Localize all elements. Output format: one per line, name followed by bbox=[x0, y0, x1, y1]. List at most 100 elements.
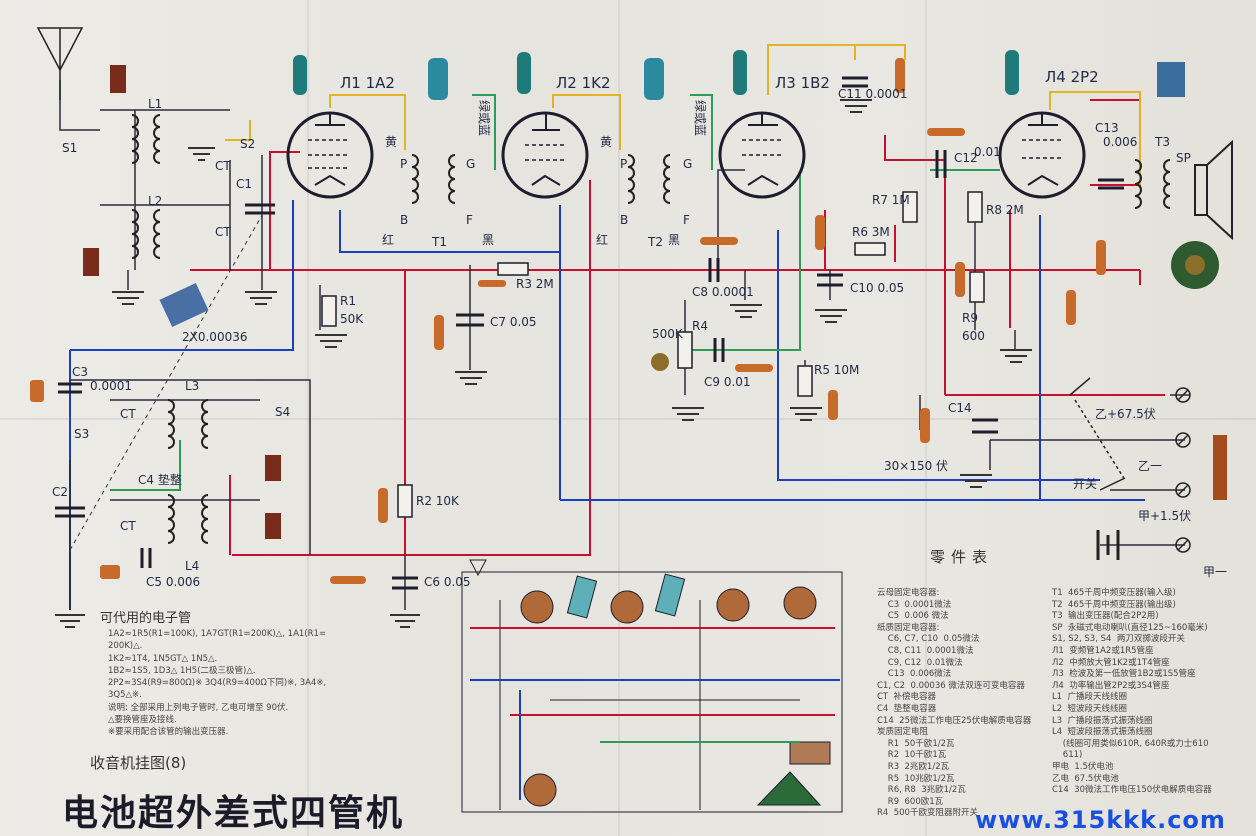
parts-table-item: Л1 变频管1A2或1R5管座 bbox=[1052, 645, 1154, 656]
cap-C3 bbox=[58, 382, 82, 394]
parts-table-item: C8, C11 0.0001微法 bbox=[877, 645, 974, 656]
label-T1: T1 bbox=[431, 235, 447, 249]
res-R4 bbox=[677, 331, 693, 369]
antenna-symbol bbox=[36, 27, 84, 80]
cap-C7 bbox=[456, 313, 484, 327]
label-S2: S2 bbox=[240, 137, 255, 151]
label-R3: R3 2M bbox=[516, 277, 554, 291]
terminal-a-minus-label: 甲一 bbox=[1203, 565, 1227, 579]
parts-table-item: R6, R8 3兆欧1/2瓦 bbox=[877, 785, 966, 796]
coil-T2-primary bbox=[627, 154, 635, 204]
parts-table-item: C1, C2 0.00036 微法双连可变电容器 bbox=[877, 680, 1025, 691]
fold-line-vertical-1 bbox=[307, 0, 309, 836]
coil-T2-secondary bbox=[663, 154, 671, 204]
coil-T3-primary bbox=[1134, 159, 1142, 209]
battery-symbol bbox=[1096, 530, 1120, 560]
poster-title: 电池超外差式四管机 bbox=[62, 792, 405, 834]
cap-C8 bbox=[708, 258, 720, 282]
label-C5: C5 0.006 bbox=[146, 575, 200, 589]
label-C6: C6 0.05 bbox=[424, 575, 471, 589]
label-C1: C1 bbox=[236, 177, 252, 191]
res-R2 bbox=[397, 484, 413, 518]
tube-plates bbox=[314, 112, 1059, 186]
terminal-b-plus-label: 乙+67.5伏 bbox=[1095, 407, 1156, 421]
fold-line-horizontal bbox=[0, 418, 1256, 420]
label-L3: L3 bbox=[185, 379, 199, 393]
parts-table-item: L2 短波段天线线圈 bbox=[1052, 703, 1128, 714]
switch-symbols[interactable] bbox=[1069, 377, 1126, 491]
parts-table-item: 云母固定电容器: bbox=[877, 588, 940, 598]
label-C14: C14 bbox=[948, 401, 972, 415]
label-C13-value: 0.006 bbox=[1103, 135, 1137, 149]
label-P-2: P bbox=[620, 157, 627, 171]
coil-L2-secondary bbox=[153, 209, 161, 259]
coil-T3-secondary bbox=[1163, 159, 1171, 209]
label-S4: S4 bbox=[275, 405, 290, 419]
parts-table-item: CT 补偿电容器 bbox=[877, 692, 937, 703]
label-R6: R6 3M bbox=[852, 225, 890, 239]
label-P-1: P bbox=[400, 157, 407, 171]
component-photos bbox=[83, 50, 1227, 539]
cap-C14 bbox=[972, 418, 998, 434]
tube-note-line: 200K)△. bbox=[108, 641, 143, 652]
parts-table-item: C6, C7, C10 0.05微法 bbox=[877, 634, 980, 645]
coils bbox=[131, 114, 1171, 544]
label-C4: C4 垫整 bbox=[138, 472, 182, 487]
label-R8: R8 2M bbox=[986, 203, 1024, 217]
labels: S1 S2 S3 S4 L1 L2 L3 L4 T1 T2 T3 SP C1 C… bbox=[52, 68, 1227, 589]
label-C8: C8 0.0001 bbox=[692, 285, 754, 299]
parts-table-item: T3 输出变压器(配合2P2用) bbox=[1052, 611, 1159, 622]
res-R8 bbox=[967, 191, 983, 223]
parts-table-item: R4 500千欧变阻器附开关 bbox=[877, 808, 978, 819]
parts-table-item: C14 30微法工作电压150伏电解质电容器 bbox=[1052, 785, 1212, 796]
label-yellow-1: 黄 bbox=[385, 135, 397, 149]
label-F-2: F bbox=[683, 213, 690, 227]
label-CT-2: CT bbox=[215, 159, 231, 173]
tube-note-line: 说明: 全部采用上列电子管时, 乙电可增至 90伏. bbox=[108, 702, 289, 713]
parts-table-item: S1, S2, S3, S4 两刀双掷波段开关 bbox=[1052, 634, 1185, 645]
resistor-photos bbox=[30, 58, 1106, 584]
parts-table-left-column: 云母固定电容器: C3 0.0001微法 C5 0.006 微法纸质固定电容器:… bbox=[877, 588, 1087, 820]
label-R1: R1 bbox=[340, 294, 356, 308]
coil-L4-primary bbox=[167, 494, 175, 544]
label-CT-1: CT bbox=[120, 407, 136, 421]
label-C12: C12 bbox=[954, 151, 978, 165]
label-F-1: F bbox=[466, 213, 473, 227]
parts-table-item: C14 25微法工作电压25伏电解质电容器 bbox=[877, 715, 1032, 726]
res-R6 bbox=[854, 242, 886, 256]
parts-table-item: C5 0.006 微法 bbox=[877, 611, 949, 622]
parts-table-item: 乙电 67.5伏电池 bbox=[1052, 773, 1119, 784]
parts-table-item: C4 垫整电容器 bbox=[877, 703, 937, 714]
label-C14-value: 30×150 伏 bbox=[884, 459, 948, 473]
label-G-1: G bbox=[466, 157, 475, 171]
gang-dashed-link bbox=[69, 209, 266, 551]
capacitor-symbols bbox=[55, 76, 1124, 590]
coil-T1-secondary bbox=[448, 154, 456, 204]
parts-table-item: T1 465千周中频变压器(输入级) bbox=[1052, 588, 1176, 598]
cap-C10 bbox=[817, 273, 843, 287]
label-R9-value: 600 bbox=[962, 329, 985, 343]
label-C7: C7 0.05 bbox=[490, 315, 537, 329]
assembly-layout bbox=[461, 571, 843, 813]
parts-table-item: (线圈可用类似610R, 640R或力士610 bbox=[1052, 738, 1209, 749]
terminal-symbols[interactable] bbox=[1175, 387, 1191, 553]
tube-1-label: Л1 1A2 bbox=[340, 74, 395, 92]
parts-table-item: Л4 功率输出管2P2或3S4管座 bbox=[1052, 680, 1170, 691]
label-red-1: 红 bbox=[382, 232, 394, 247]
tube-substitutes-list: 1A2≈1R5(R1=100K), 1A7GT(R1=200K)△, 1A1(R… bbox=[108, 628, 398, 739]
tube-4-label: Л4 2P2 bbox=[1045, 68, 1099, 86]
label-R2: R2 10K bbox=[416, 494, 460, 508]
parts-table-item: T2 465千周中频变压器(输出级) bbox=[1052, 599, 1176, 610]
parts-table-item: R1 50千欧1/2瓦 bbox=[877, 738, 955, 749]
res-R7 bbox=[902, 191, 918, 223]
tube-note-line: ※要采用配合该管的输出变压器. bbox=[108, 727, 229, 738]
res-R5 bbox=[797, 365, 813, 397]
label-black-2: 黑 bbox=[668, 233, 680, 247]
label-CT-4: CT bbox=[120, 519, 136, 533]
watermark-url: www.315kkk.com bbox=[975, 806, 1226, 834]
tube-2-label: Л2 1K2 bbox=[556, 74, 611, 92]
coil-L2-primary bbox=[131, 209, 139, 259]
tube-note-line: 1B2≈1S5, 1D3△ 1H5(二极三极管)△. bbox=[108, 665, 256, 676]
